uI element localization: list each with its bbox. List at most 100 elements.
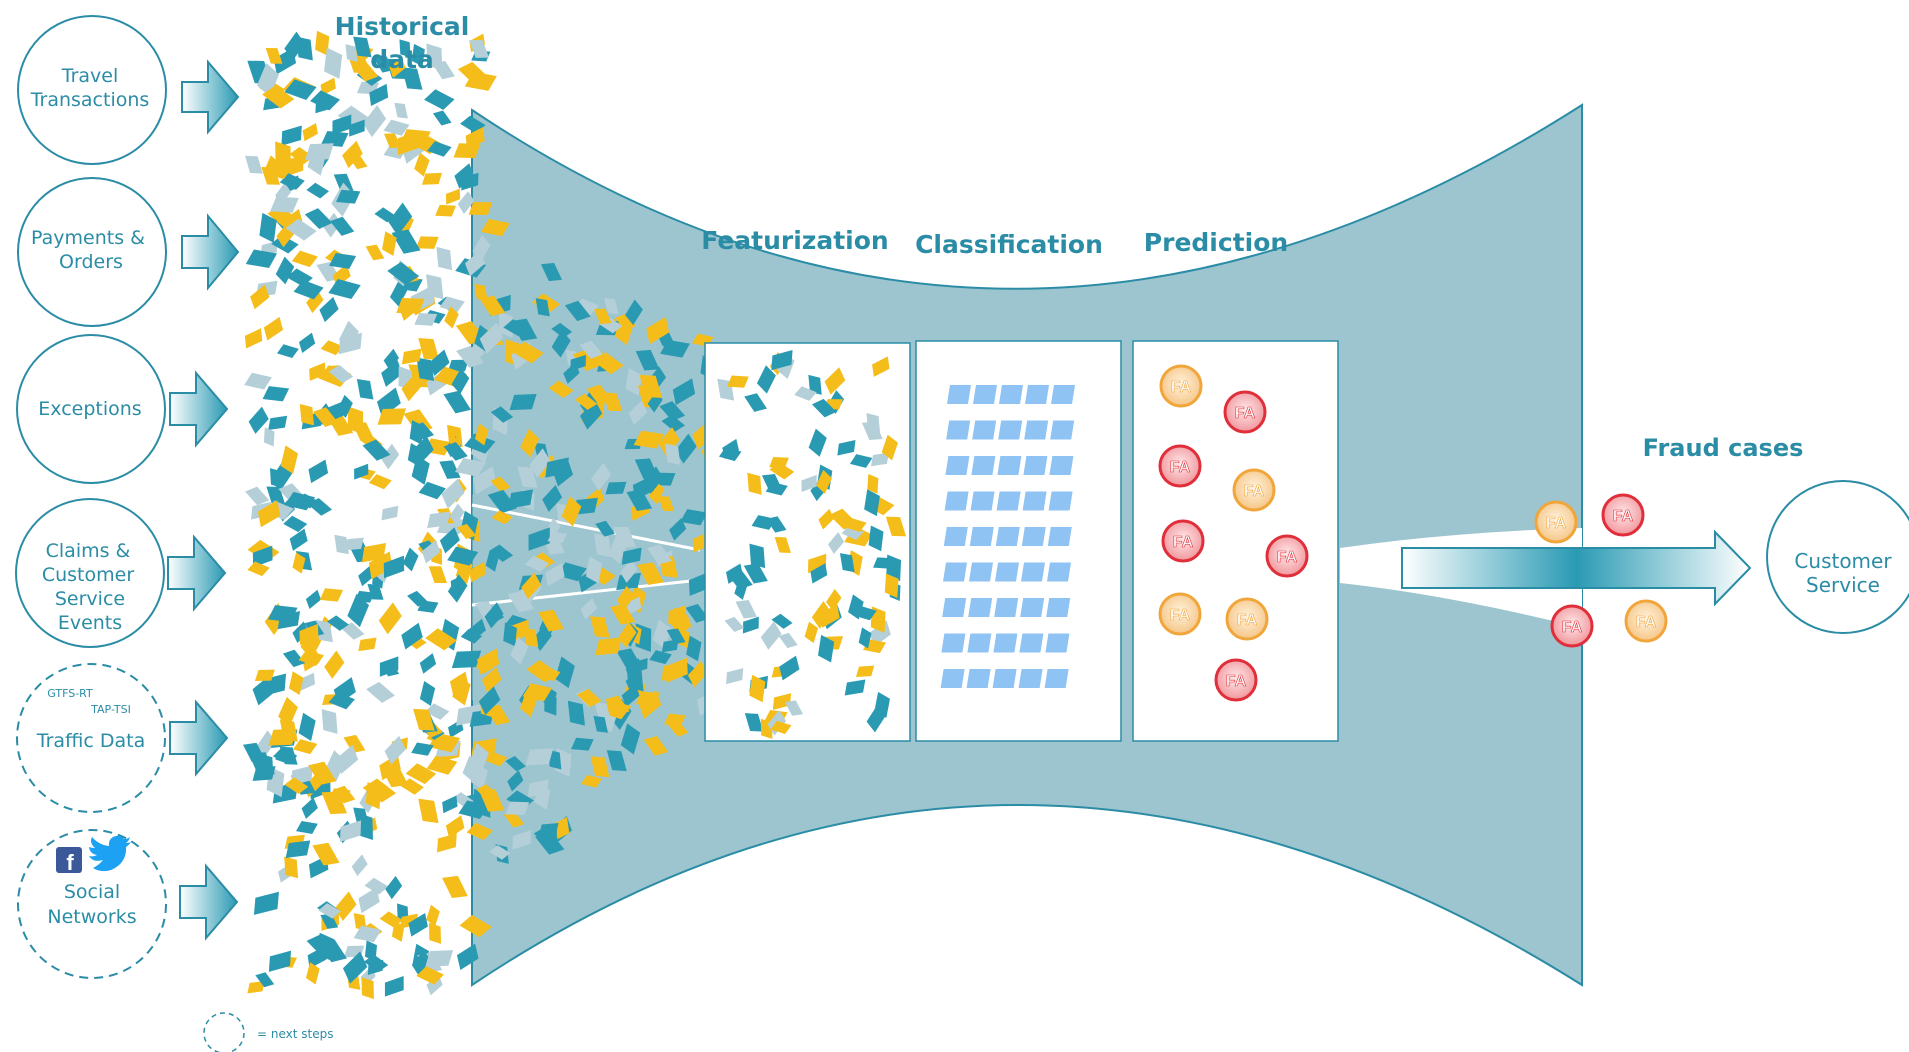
data-shard [364, 940, 378, 962]
grid-cell [1025, 385, 1049, 404]
data-shard [270, 196, 299, 213]
data-shard [864, 489, 880, 517]
fraud-alert-badge-red: FA [1161, 519, 1205, 563]
historical-data-title-line1: Historical [335, 12, 470, 41]
data-shard [485, 704, 511, 726]
data-shard [841, 525, 864, 541]
data-shard [306, 182, 330, 199]
source-social-networks[interactable]: f Social Networks [17, 829, 239, 979]
data-shard [620, 723, 641, 755]
data-shard [304, 208, 333, 230]
data-shard [385, 875, 403, 900]
data-shard [358, 887, 380, 914]
data-shard [319, 588, 344, 602]
data-shard [727, 375, 749, 388]
data-shard [436, 246, 453, 271]
fraud-alert-badge-orange: FA [1158, 592, 1202, 636]
fraud-alert-badge-red: FA [1601, 493, 1645, 537]
data-shard [844, 517, 867, 533]
data-shard [424, 703, 450, 720]
source-label-line: Events [58, 612, 122, 634]
grid-cell [942, 598, 967, 617]
data-shard [639, 374, 663, 398]
data-shard [618, 621, 637, 648]
data-shard [305, 589, 322, 610]
data-shard [437, 833, 457, 853]
data-shard [837, 439, 856, 456]
svg-text:FA: FA [1277, 549, 1298, 566]
source-claims-customer-service[interactable]: Claims & Customer Service Events [15, 498, 227, 648]
data-shard [675, 433, 697, 464]
data-shard [439, 296, 465, 313]
data-shard [307, 498, 333, 516]
data-shard [595, 637, 622, 656]
svg-text:FA: FA [1171, 379, 1192, 396]
data-shard [435, 204, 457, 217]
data-shard [456, 523, 477, 540]
data-shard [284, 856, 299, 879]
data-shard [770, 720, 792, 734]
data-shard [498, 311, 514, 338]
data-shard [299, 672, 315, 691]
data-shard [324, 47, 343, 79]
data-shard [484, 602, 504, 629]
data-shard [724, 616, 745, 633]
data-shard [669, 518, 687, 541]
data-shard [487, 489, 518, 514]
data-shard [353, 913, 367, 931]
svg-text:f: f [66, 850, 74, 875]
data-shard [244, 372, 272, 390]
data-shard [309, 362, 326, 381]
data-shard [572, 349, 601, 371]
data-shard [872, 356, 890, 377]
data-shard [747, 472, 762, 495]
grid-cell [970, 491, 995, 511]
source-circle-dashed [16, 663, 166, 813]
source-arrow [169, 370, 229, 448]
data-shard [510, 636, 529, 665]
source-payments-orders[interactable]: Payments & Orders [17, 177, 240, 327]
customer-service-node[interactable]: Customer Service [1766, 480, 1909, 634]
grid-cell [944, 491, 969, 511]
data-shard [285, 840, 311, 858]
data-shard [537, 454, 557, 479]
data-shard [411, 742, 434, 756]
data-shard [579, 340, 603, 359]
data-shard [374, 207, 396, 223]
data-shard [411, 435, 434, 466]
data-shard [419, 653, 437, 674]
data-shard [658, 496, 675, 512]
data-shard [380, 443, 400, 470]
data-shard [389, 57, 406, 78]
source-circle [17, 15, 167, 165]
data-shard [356, 378, 374, 400]
svg-text:FA: FA [1244, 483, 1265, 500]
source-travel-transactions[interactable]: Travel Transactions [17, 15, 240, 165]
data-shard [345, 44, 358, 62]
data-shard [479, 295, 506, 317]
data-shard [388, 202, 413, 236]
data-shard [313, 407, 339, 428]
data-shard [533, 552, 556, 569]
data-shard [340, 820, 362, 842]
data-shard [333, 173, 354, 192]
data-shard [547, 531, 568, 544]
data-shard [416, 966, 444, 985]
grid-cell [994, 598, 1019, 617]
data-shard [444, 306, 459, 329]
source-label-line: Customer [42, 564, 134, 586]
data-shard [503, 622, 517, 647]
data-shard [538, 822, 559, 837]
source-traffic-data[interactable]: GTFS-RT TAP-TSI Traffic Data [16, 663, 229, 813]
data-shard [460, 115, 486, 134]
data-shard [826, 588, 842, 611]
data-shard [401, 348, 422, 365]
customer-service-line2: Service [1806, 573, 1880, 597]
data-shard [396, 298, 425, 314]
data-shard [666, 628, 686, 645]
source-exceptions[interactable]: Exceptions [16, 334, 229, 484]
data-shard [292, 552, 306, 574]
data-shard [784, 700, 804, 716]
data-shard [411, 949, 432, 977]
